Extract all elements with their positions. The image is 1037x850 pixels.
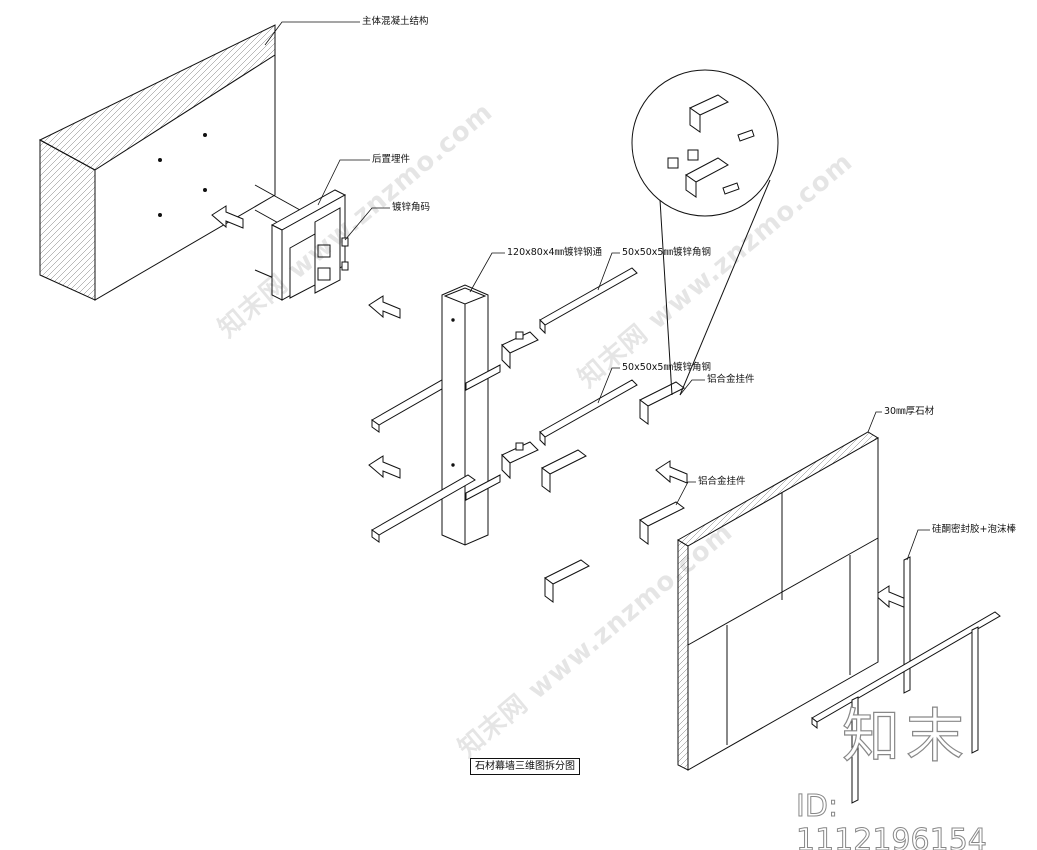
- galvanized-angles: [539, 267, 638, 447]
- label-hanger-mid: 铝合金挂件: [698, 476, 746, 487]
- label-angle-steel-mid: 50x50x5㎜镀锌角钢: [622, 362, 711, 373]
- label-concrete-structure: 主体混凝土结构: [362, 16, 429, 27]
- embed-assembly: [254, 184, 349, 301]
- watermark-id: ID: 1112196154: [796, 789, 988, 850]
- stone-panels: [677, 431, 879, 771]
- label-rear-embed: 后置埋件: [372, 154, 411, 165]
- label-sealant: 硅酮密封胶+泡沫棒: [932, 524, 1016, 535]
- label-steel-tube: 120x80x4㎜镀锌钢通: [507, 247, 603, 258]
- assembly-arrows: [211, 205, 907, 609]
- detail-callout: [631, 69, 779, 396]
- label-stone: 30㎜厚石材: [884, 406, 935, 417]
- angle-clips: [501, 331, 539, 480]
- steel-tube-assembly: [371, 284, 501, 546]
- aluminium-hangers: [541, 381, 685, 603]
- watermark-logo: 知末: [841, 702, 971, 770]
- label-angle-steel-top: 50x50x5㎜镀锌角钢: [622, 247, 711, 258]
- concrete-structure: [38, 24, 276, 301]
- drawing-title: 石材幕墙三维图拆分图: [470, 758, 580, 775]
- sealant-profiles: [811, 556, 1001, 804]
- label-angle-code: 镀锌角码: [392, 202, 431, 213]
- label-hanger-top: 铝合金挂件: [707, 374, 755, 385]
- leader-lines: [264, 21, 930, 561]
